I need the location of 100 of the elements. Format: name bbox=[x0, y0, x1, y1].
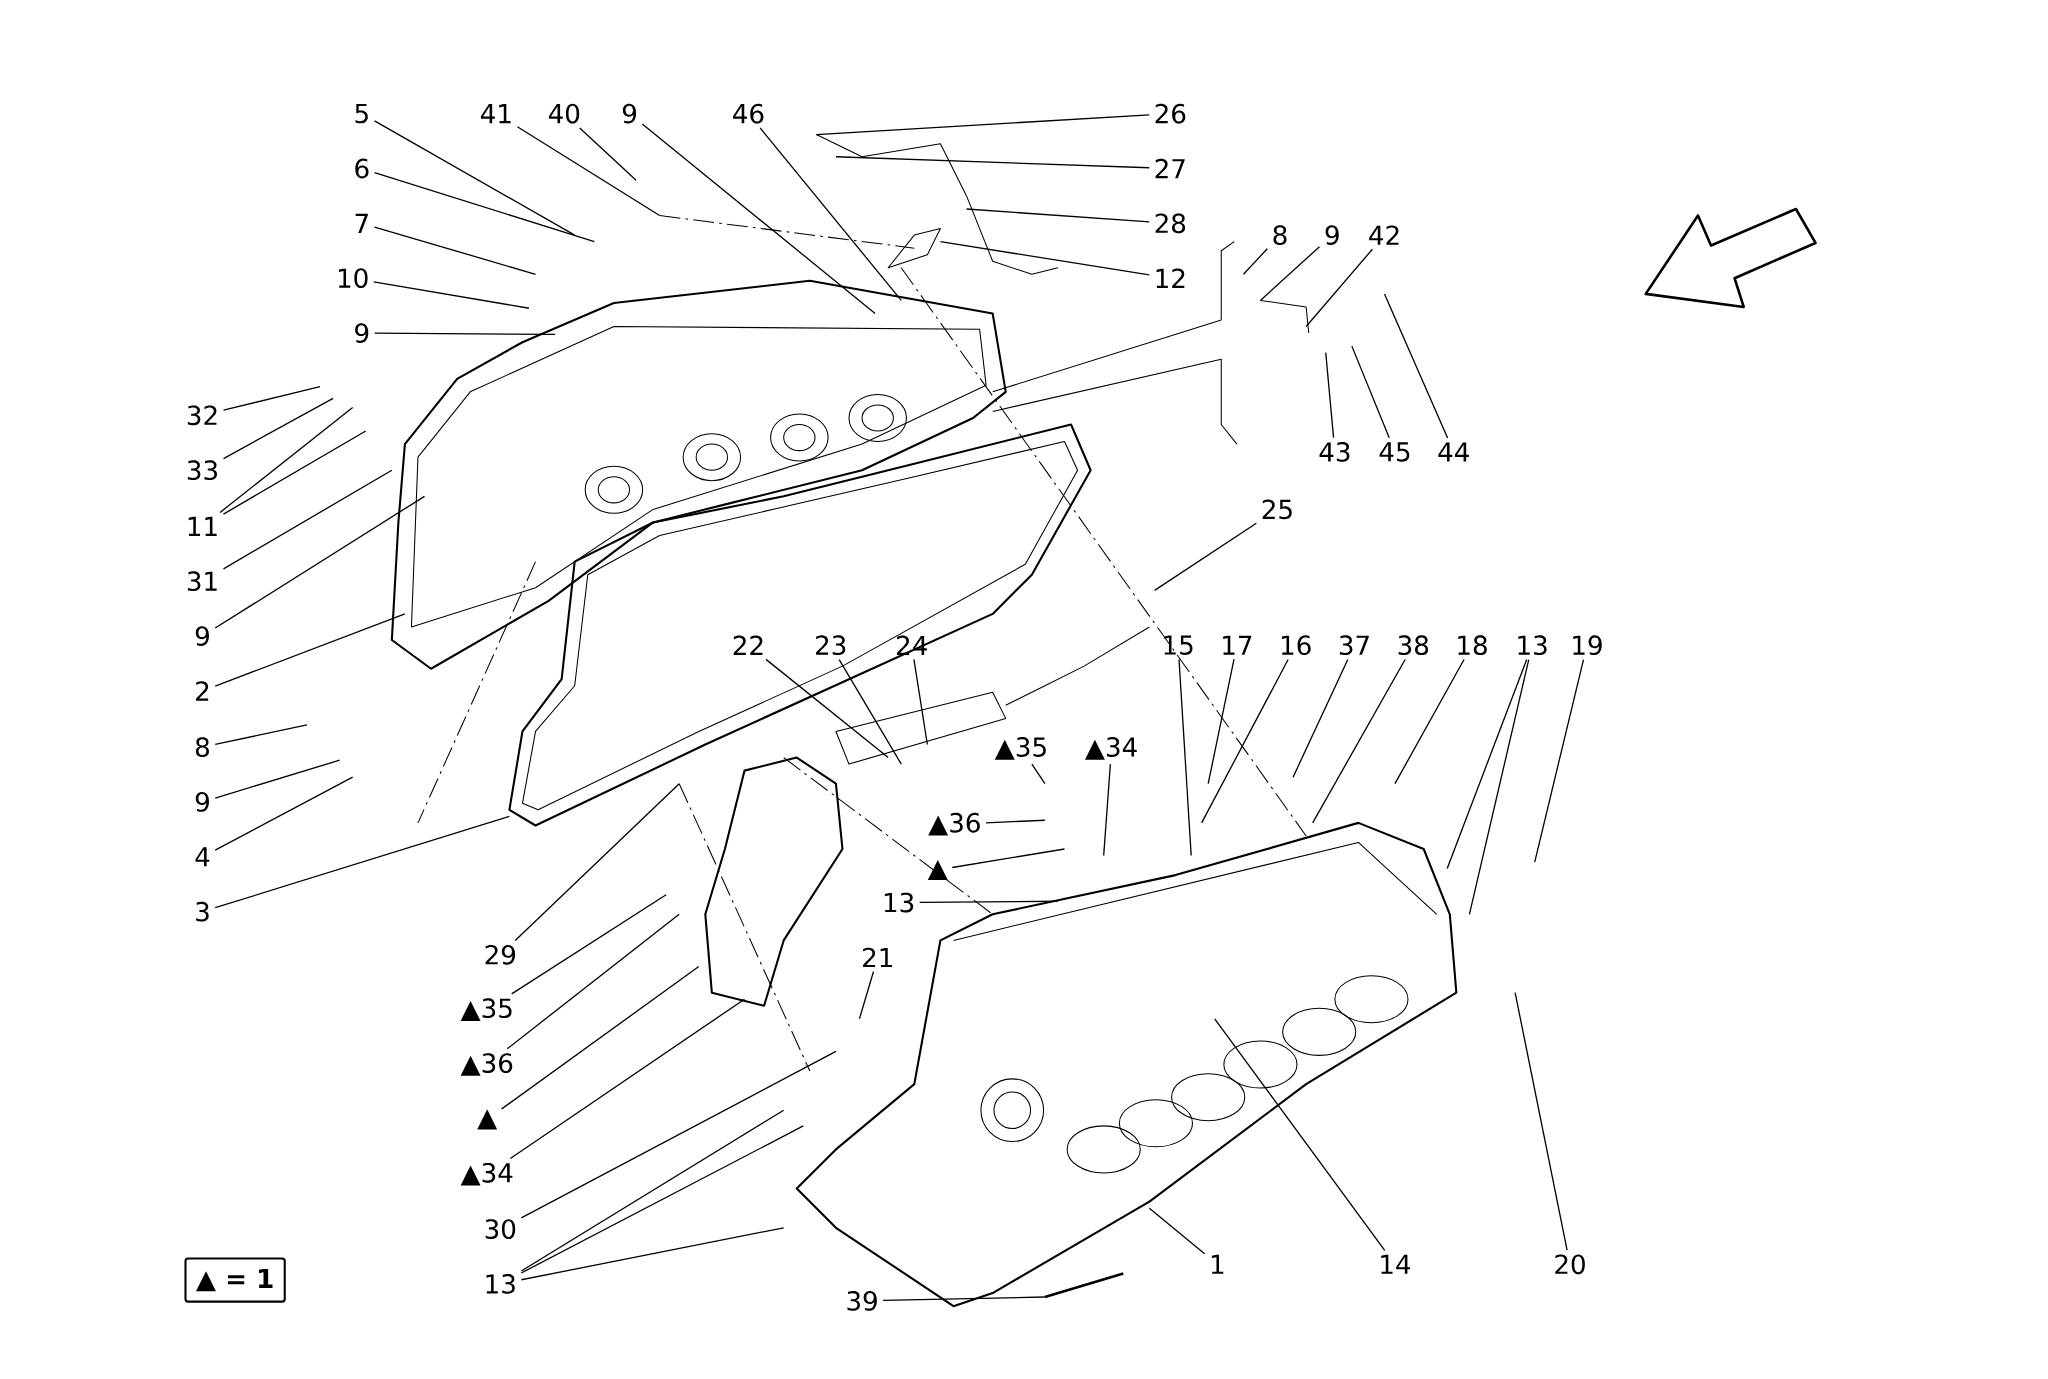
callout-number: 37 bbox=[1339, 635, 1369, 655]
callout-number: 18 bbox=[1458, 635, 1487, 655]
callout-number: 42 bbox=[1369, 225, 1399, 245]
leader-line bbox=[913, 658, 928, 746]
leader-line bbox=[1514, 991, 1568, 1251]
leader-line bbox=[882, 1296, 1046, 1301]
leader-line bbox=[1351, 345, 1390, 439]
leader-line bbox=[520, 1050, 837, 1219]
leader-line bbox=[919, 900, 1059, 903]
callout-number: 3 bbox=[196, 901, 209, 922]
callout-number: 13 bbox=[486, 1273, 515, 1294]
callout-number: ▲34 bbox=[460, 1162, 513, 1186]
callout-number: 12 bbox=[1156, 268, 1185, 288]
leader-line bbox=[1031, 763, 1046, 785]
leader-line bbox=[815, 114, 1150, 136]
leader-line bbox=[1207, 658, 1235, 785]
callout-number: 29 bbox=[485, 944, 516, 965]
callout-number: 39 bbox=[847, 1290, 877, 1311]
callout-number: 23 bbox=[816, 635, 846, 655]
callout-number: 9 bbox=[195, 626, 209, 646]
callout-number: 32 bbox=[187, 405, 217, 426]
leader-line bbox=[1534, 658, 1585, 863]
leader-line bbox=[858, 970, 875, 1020]
callout-number: 4 bbox=[195, 847, 210, 867]
callout-number: 44 bbox=[1438, 442, 1469, 462]
leader-line bbox=[501, 965, 700, 1110]
leader-line bbox=[765, 658, 889, 759]
callout-number: ▲35 bbox=[994, 736, 1046, 760]
leader-line bbox=[373, 171, 595, 243]
leader-line bbox=[939, 240, 1150, 276]
leader-line bbox=[222, 397, 334, 460]
callout-number: 11 bbox=[188, 516, 217, 536]
leader-line bbox=[579, 127, 637, 181]
callout-number: 25 bbox=[1262, 499, 1292, 520]
callout-number: 41 bbox=[481, 104, 511, 124]
callout-number: ▲36 bbox=[928, 812, 980, 836]
callout-number: 10 bbox=[338, 268, 368, 288]
leader-line bbox=[1446, 658, 1528, 870]
leader-line bbox=[222, 469, 393, 570]
callout-number: 17 bbox=[1223, 635, 1252, 655]
leader-line bbox=[1292, 658, 1349, 778]
callout-number: 38 bbox=[1398, 635, 1429, 655]
callout-number: ▲ bbox=[927, 859, 948, 880]
leader-line bbox=[520, 1227, 785, 1281]
leader-line bbox=[373, 281, 530, 309]
callout-number: 14 bbox=[1381, 1254, 1411, 1274]
leader-line bbox=[965, 208, 1150, 223]
callout-number: 33 bbox=[187, 460, 217, 480]
leader-line bbox=[214, 495, 426, 629]
leader-line bbox=[1259, 245, 1321, 301]
callout-number: 16 bbox=[1281, 635, 1311, 655]
leader-line bbox=[509, 998, 746, 1159]
callout-number: 9 bbox=[355, 323, 369, 343]
callout-number: 9 bbox=[195, 791, 209, 812]
leader-line bbox=[373, 226, 537, 275]
leader-line bbox=[1312, 658, 1406, 824]
leader-line bbox=[506, 913, 680, 1050]
leader-line bbox=[985, 819, 1046, 824]
callout-number: 43 bbox=[1319, 441, 1350, 462]
callout-number: ▲35 bbox=[460, 998, 512, 1021]
callout-number: 15 bbox=[1164, 635, 1193, 655]
callout-number: 19 bbox=[1573, 635, 1602, 655]
callout-number: 8 bbox=[195, 737, 209, 757]
callout-number: 6 bbox=[355, 158, 369, 179]
callout-number: 7 bbox=[355, 213, 368, 233]
callout-number: 5 bbox=[355, 103, 368, 124]
leader-line bbox=[1178, 658, 1192, 857]
callout-number: 13 bbox=[1518, 635, 1547, 655]
key-box: ▲ = 1 bbox=[184, 1257, 286, 1303]
leader-line bbox=[835, 155, 1150, 169]
callout-number: 9 bbox=[622, 103, 637, 124]
callout-number: 27 bbox=[1155, 158, 1185, 179]
leader-line bbox=[222, 385, 321, 411]
leader-line bbox=[1394, 658, 1465, 785]
callout-number: 2 bbox=[196, 681, 209, 701]
leader-line bbox=[514, 782, 680, 941]
callout-number: 26 bbox=[1155, 103, 1186, 124]
leader-line bbox=[214, 724, 308, 745]
leader-line bbox=[516, 126, 661, 217]
leader-line bbox=[1201, 658, 1289, 824]
callout-number: 21 bbox=[863, 947, 892, 967]
callout-number: 30 bbox=[485, 1219, 516, 1239]
leader-line bbox=[373, 120, 576, 236]
leader-line bbox=[951, 848, 1066, 869]
leader-line bbox=[1305, 248, 1374, 328]
leader-line bbox=[1242, 248, 1268, 275]
callout-number: 31 bbox=[187, 571, 217, 591]
callout-number: ▲ bbox=[477, 1109, 498, 1130]
callout-number: 8 bbox=[1273, 225, 1287, 245]
leader-line bbox=[759, 127, 902, 301]
callout-number: ▲34 bbox=[1084, 736, 1137, 760]
leader-line bbox=[1148, 1207, 1206, 1255]
leader-line bbox=[214, 759, 341, 799]
callout-number: ▲36 bbox=[460, 1053, 513, 1076]
leader-line bbox=[511, 893, 667, 995]
callout-number: 13 bbox=[884, 892, 914, 913]
leader-line bbox=[222, 430, 367, 515]
callout-number: 9 bbox=[1325, 225, 1339, 245]
leader-line bbox=[1383, 293, 1449, 439]
callout-number: 20 bbox=[1555, 1254, 1585, 1275]
